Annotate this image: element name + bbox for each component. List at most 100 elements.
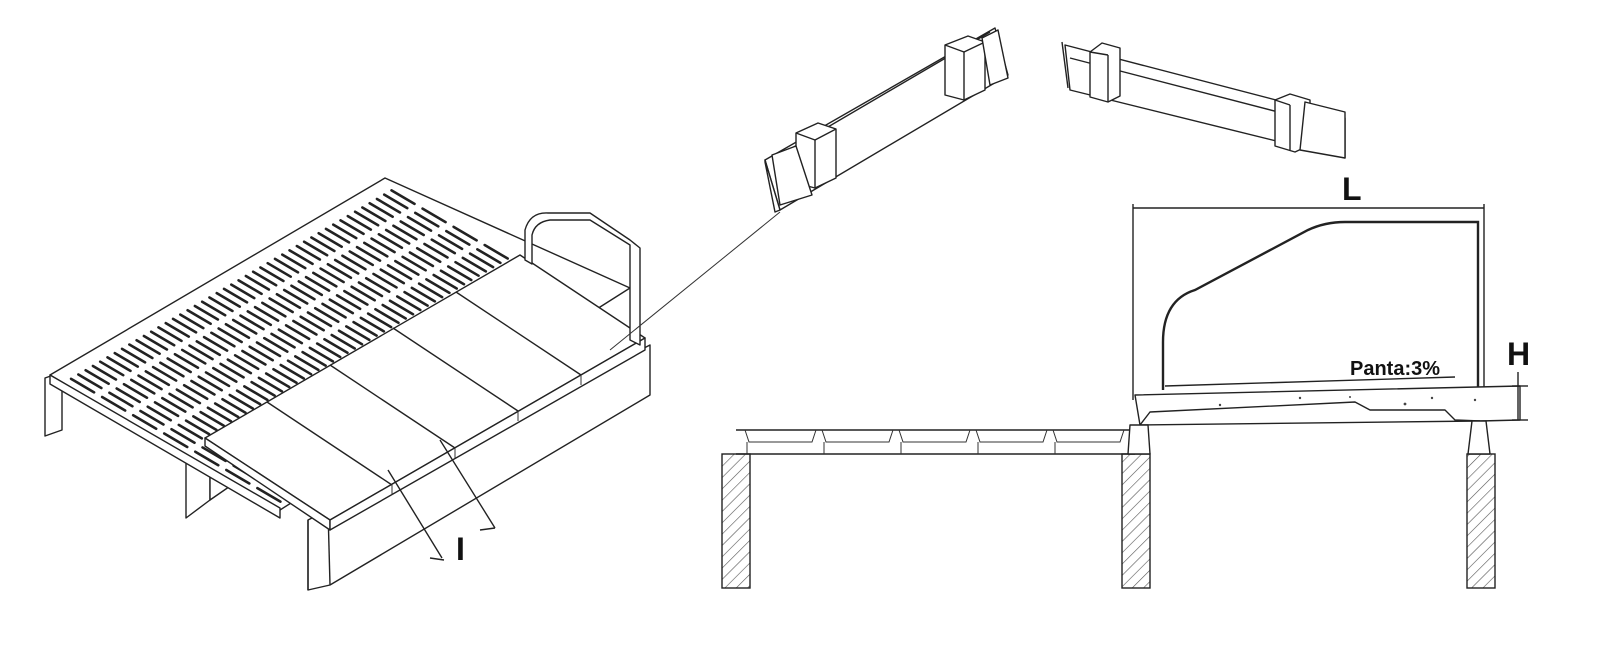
grid-slot bbox=[261, 301, 287, 318]
grid-slot bbox=[279, 363, 306, 380]
grid-slot bbox=[395, 295, 422, 312]
grid-slot bbox=[370, 237, 396, 254]
grid-slot bbox=[377, 233, 404, 250]
grid-slot bbox=[144, 370, 171, 387]
grid-slot bbox=[425, 278, 451, 295]
grid-slot bbox=[246, 310, 273, 327]
grid-slot bbox=[180, 348, 207, 365]
grid-slot bbox=[406, 215, 433, 232]
grid-slot bbox=[168, 392, 194, 409]
grid-slot bbox=[266, 261, 293, 278]
floor-slat bbox=[821, 429, 894, 443]
grid-slot bbox=[386, 264, 413, 281]
grid-slot bbox=[162, 432, 189, 449]
grid-slot bbox=[468, 252, 495, 269]
grid-slot bbox=[259, 266, 285, 283]
grid-slot bbox=[423, 242, 449, 259]
panel-detail-1-block-right bbox=[944, 29, 1009, 101]
grid-slot bbox=[310, 236, 336, 253]
dimension-h: H bbox=[1507, 336, 1530, 421]
grid-slot bbox=[115, 387, 141, 404]
grid-slot bbox=[299, 315, 325, 332]
grid-slot bbox=[317, 231, 343, 249]
grid-slot bbox=[331, 223, 358, 240]
grid-slot bbox=[372, 272, 398, 289]
grid-slot bbox=[315, 342, 342, 359]
panel-detail-view-2 bbox=[1061, 41, 1346, 159]
grid-slot bbox=[277, 328, 304, 345]
grid-slot bbox=[401, 255, 427, 272]
grid-slot bbox=[439, 269, 466, 286]
grid-slot bbox=[348, 250, 375, 267]
grid-slot bbox=[171, 317, 198, 334]
grid-slot bbox=[421, 207, 447, 224]
grid-slot bbox=[213, 402, 240, 419]
grid-slot bbox=[204, 371, 231, 388]
grid-slot bbox=[106, 356, 132, 373]
grid-slot bbox=[199, 410, 225, 427]
grid-slot bbox=[333, 258, 360, 275]
grid-slot bbox=[445, 229, 471, 246]
support-column-right bbox=[1466, 420, 1496, 589]
grid-slot bbox=[77, 373, 103, 390]
grid-slot bbox=[388, 299, 415, 316]
grid-slot bbox=[295, 244, 322, 261]
grid-slot bbox=[275, 292, 302, 310]
grid-slot bbox=[390, 189, 416, 206]
grid-slot bbox=[225, 468, 251, 485]
grid-slot bbox=[446, 265, 473, 282]
grid-slot bbox=[346, 214, 373, 231]
grid-slot bbox=[368, 201, 394, 219]
slope-prefix: Panta: bbox=[1350, 358, 1411, 380]
grid-slot bbox=[399, 220, 426, 237]
dimension-l-label: L bbox=[1342, 171, 1362, 207]
grid-slot bbox=[161, 396, 187, 413]
grid-slot bbox=[301, 350, 327, 367]
detail-leader-line bbox=[609, 211, 781, 351]
grid-slot bbox=[273, 257, 300, 274]
grid-slot bbox=[290, 284, 316, 301]
support-column-middle bbox=[1121, 424, 1151, 589]
grid-slot bbox=[122, 382, 149, 399]
grid-slot bbox=[432, 273, 458, 290]
floor-slat bbox=[975, 429, 1048, 443]
grid-slot bbox=[201, 446, 227, 463]
grid-slot bbox=[206, 406, 233, 423]
grid-slot bbox=[483, 243, 509, 260]
grid-slot bbox=[410, 286, 437, 303]
grid-slot bbox=[175, 388, 202, 405]
grid-slot bbox=[202, 335, 229, 352]
grid-slot bbox=[239, 314, 265, 331]
grid-slot bbox=[264, 372, 291, 389]
grid-slot bbox=[366, 312, 393, 329]
grid-slot bbox=[382, 193, 409, 210]
grid-slot bbox=[226, 358, 253, 375]
grid-slot bbox=[100, 395, 127, 412]
grid-slot bbox=[248, 345, 275, 362]
grid-slot bbox=[98, 360, 125, 377]
grid-slot bbox=[243, 385, 269, 402]
grid-slot bbox=[192, 415, 218, 432]
concrete-slab bbox=[1134, 385, 1521, 426]
grid-slot bbox=[304, 275, 331, 292]
grid-slot bbox=[392, 224, 418, 241]
grid-slot bbox=[319, 267, 345, 284]
grid-slot bbox=[228, 393, 255, 410]
grid-slot bbox=[170, 427, 196, 445]
slatted-floor-section bbox=[736, 429, 1135, 455]
grid-slot bbox=[350, 285, 376, 302]
grid-slot bbox=[182, 383, 209, 401]
grid-slot bbox=[233, 354, 260, 371]
grid-slot bbox=[69, 377, 96, 394]
grid-slot bbox=[476, 248, 502, 265]
grid-slot bbox=[190, 379, 216, 396]
grid-slot bbox=[222, 287, 249, 304]
grid-slot bbox=[337, 329, 364, 346]
grid-slot bbox=[257, 376, 284, 393]
grid-slot bbox=[137, 374, 163, 391]
grid-slot bbox=[153, 401, 180, 418]
grid-slot bbox=[108, 391, 134, 408]
grid-slot bbox=[210, 331, 236, 348]
grid-slot bbox=[237, 279, 263, 296]
